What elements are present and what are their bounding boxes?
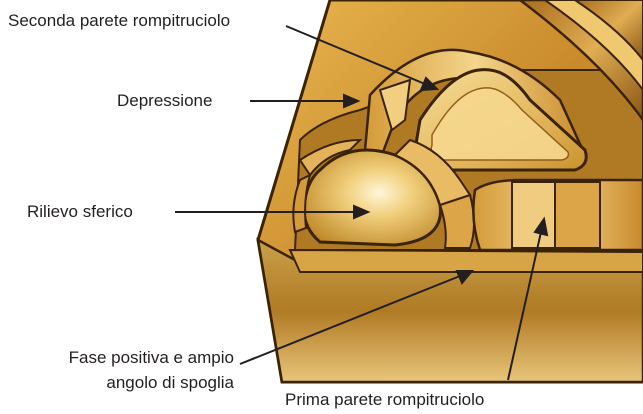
label-second-breaker-wall: Seconda parete rompitruciolo — [8, 11, 230, 31]
first-wall-segment — [512, 182, 555, 248]
label-spherical-relief: Rilievo sferico — [27, 202, 133, 222]
label-depression: Depressione — [117, 91, 212, 111]
positive-land — [290, 250, 643, 272]
label-rake-angle: angolo di spoglia — [22, 373, 234, 393]
label-positive-land: Fase positiva e ampio — [22, 348, 234, 368]
first-wall-segment — [555, 182, 600, 248]
label-first-breaker-wall: Prima parete rompitruciolo — [285, 390, 484, 410]
